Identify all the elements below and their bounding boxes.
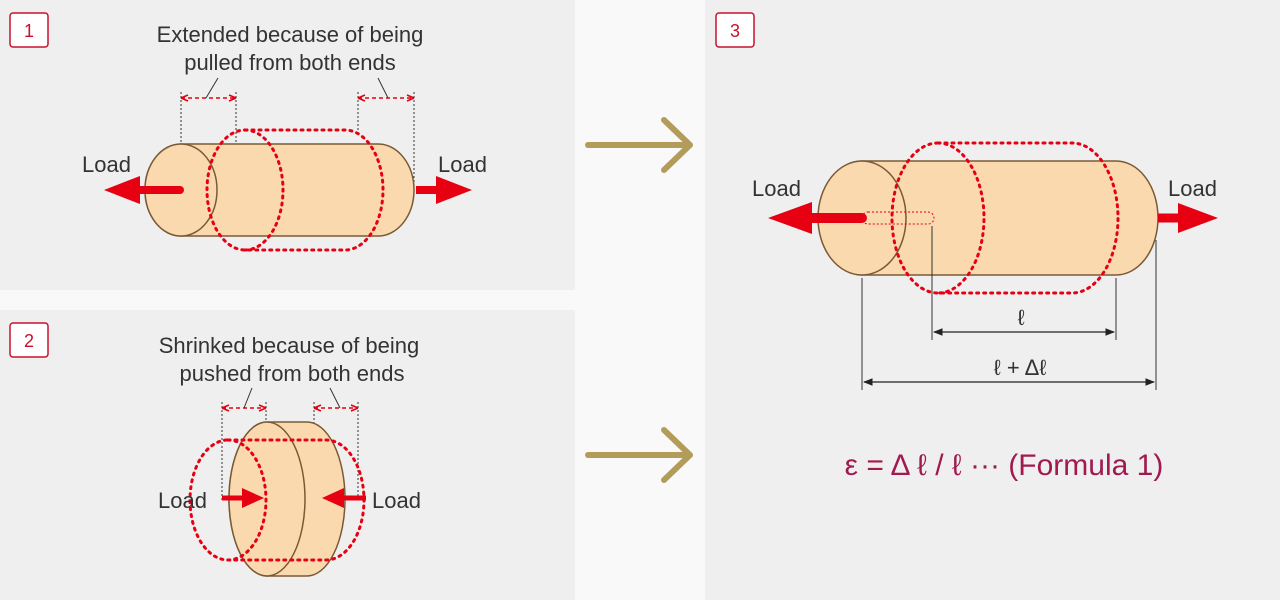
panel-3-load-right-label: Load [1168, 176, 1217, 201]
panel-1-load-arrow-right [416, 176, 472, 204]
compression-guides [221, 402, 359, 500]
transition-arrow-top [585, 117, 693, 173]
panel-3-badge: 3 [730, 21, 740, 41]
original-shape-face-3 [936, 141, 986, 295]
panel-2-load-arrow-right [322, 488, 366, 508]
panel-1-badge: 1 [24, 21, 34, 41]
panel-1-caption-line2: pulled from both ends [184, 50, 396, 75]
hidden-rod [861, 211, 935, 225]
panel-1-caption-line1: Extended because of being [157, 22, 424, 47]
panel-2-load-left-label: Load [158, 488, 207, 513]
panel-1-load-left-label: Load [82, 152, 131, 177]
original-shape-outline [205, 128, 385, 252]
extension-marker-left [180, 94, 237, 102]
panel-3: 3 Load Load ℓ ℓ + Δℓ ε [715, 12, 1218, 482]
panel-3-load-arrow-right [1158, 203, 1218, 233]
panel-2-caption-line1: Shrinked because of being [159, 333, 420, 358]
panel-2-badge: 2 [24, 331, 34, 351]
panel-3-load-arrow-left [768, 202, 867, 234]
dimension-length-label: ℓ [1017, 305, 1025, 330]
original-shape-face-2 [226, 438, 268, 562]
panel-2-badge-box [9, 322, 49, 358]
dimension-total-label: ℓ + Δℓ [994, 355, 1048, 380]
panel-1: 1 Extended because of being pulled from … [9, 12, 487, 252]
extension-marker-right [357, 94, 415, 102]
panel-1-load-arrow-left [104, 176, 184, 204]
panel-1-load-right-label: Load [438, 152, 487, 177]
panel-3-background [705, 0, 1280, 600]
original-shape-outline-2 [188, 438, 366, 562]
strain-formula: ε = Δ ℓ / ℓ ··· (Formula 1) [845, 449, 1164, 482]
panel-2-load-right-label: Load [372, 488, 421, 513]
dimension-guides [861, 226, 1157, 390]
panel-2: 2 Shrinked because of being pushed from … [9, 322, 421, 577]
transition-arrow-bottom [585, 427, 693, 483]
original-shape-outline-3 [890, 141, 1120, 295]
compression-marker-right [313, 404, 359, 412]
caption-leader-right-2 [329, 387, 341, 409]
compression-marker-left [221, 404, 267, 412]
caption-leader-left-2 [243, 387, 253, 409]
panel-2-load-arrow-left [222, 488, 264, 508]
caption-leader-left [205, 77, 219, 99]
original-shape-face [243, 128, 285, 252]
panel-3-badge-box [715, 12, 755, 48]
panel-3-load-left-label: Load [752, 176, 801, 201]
panel-2-caption-line2: pushed from both ends [179, 361, 404, 386]
panel-1-badge-box [9, 12, 49, 48]
caption-leader-right [377, 77, 389, 99]
